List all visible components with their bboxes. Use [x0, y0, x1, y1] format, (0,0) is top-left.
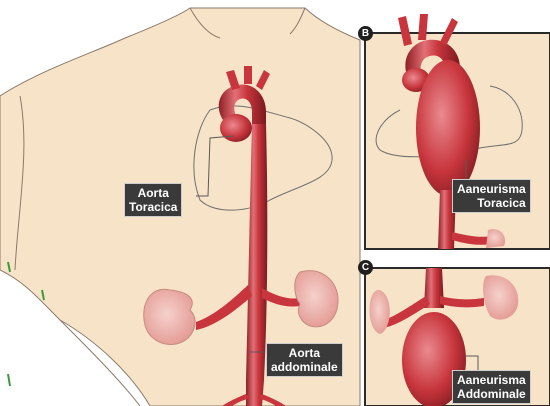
label-thoracic-aorta-line2: Toracica	[129, 200, 177, 214]
label-abdominal-aneurysm-line2: Addominale	[457, 387, 526, 401]
label-abdominal-aneurysm-line1: Aaneurisma	[457, 373, 526, 387]
label-abdominal-aorta-line1: Aorta	[271, 346, 338, 360]
label-abdominal-aorta: Aorta addominale	[266, 343, 343, 377]
panel-c-badge: C	[358, 260, 373, 275]
kidney-left	[144, 289, 195, 344]
panel-b-badge: B	[358, 26, 373, 41]
label-thoracic-aorta: Aorta Toracica	[124, 183, 182, 217]
label-abdominal-aorta-line2: addominale	[271, 360, 338, 374]
label-thoracic-aneurysm-line1: Aaneurisma	[457, 182, 526, 196]
label-thoracic-aneurysm: Aaneurisma Toracica	[452, 179, 531, 213]
label-abdominal-aneurysm: Aaneurisma Addominale	[452, 370, 531, 404]
panel-thoracic-aneurysm	[365, 14, 550, 249]
aortic-root	[220, 114, 252, 142]
carotid-branch-2	[244, 66, 252, 84]
thoracic-aneurysm-bulge	[416, 60, 480, 196]
label-thoracic-aorta-line1: Aorta	[129, 186, 177, 200]
label-thoracic-aneurysm-line2: Toracica	[457, 196, 526, 210]
